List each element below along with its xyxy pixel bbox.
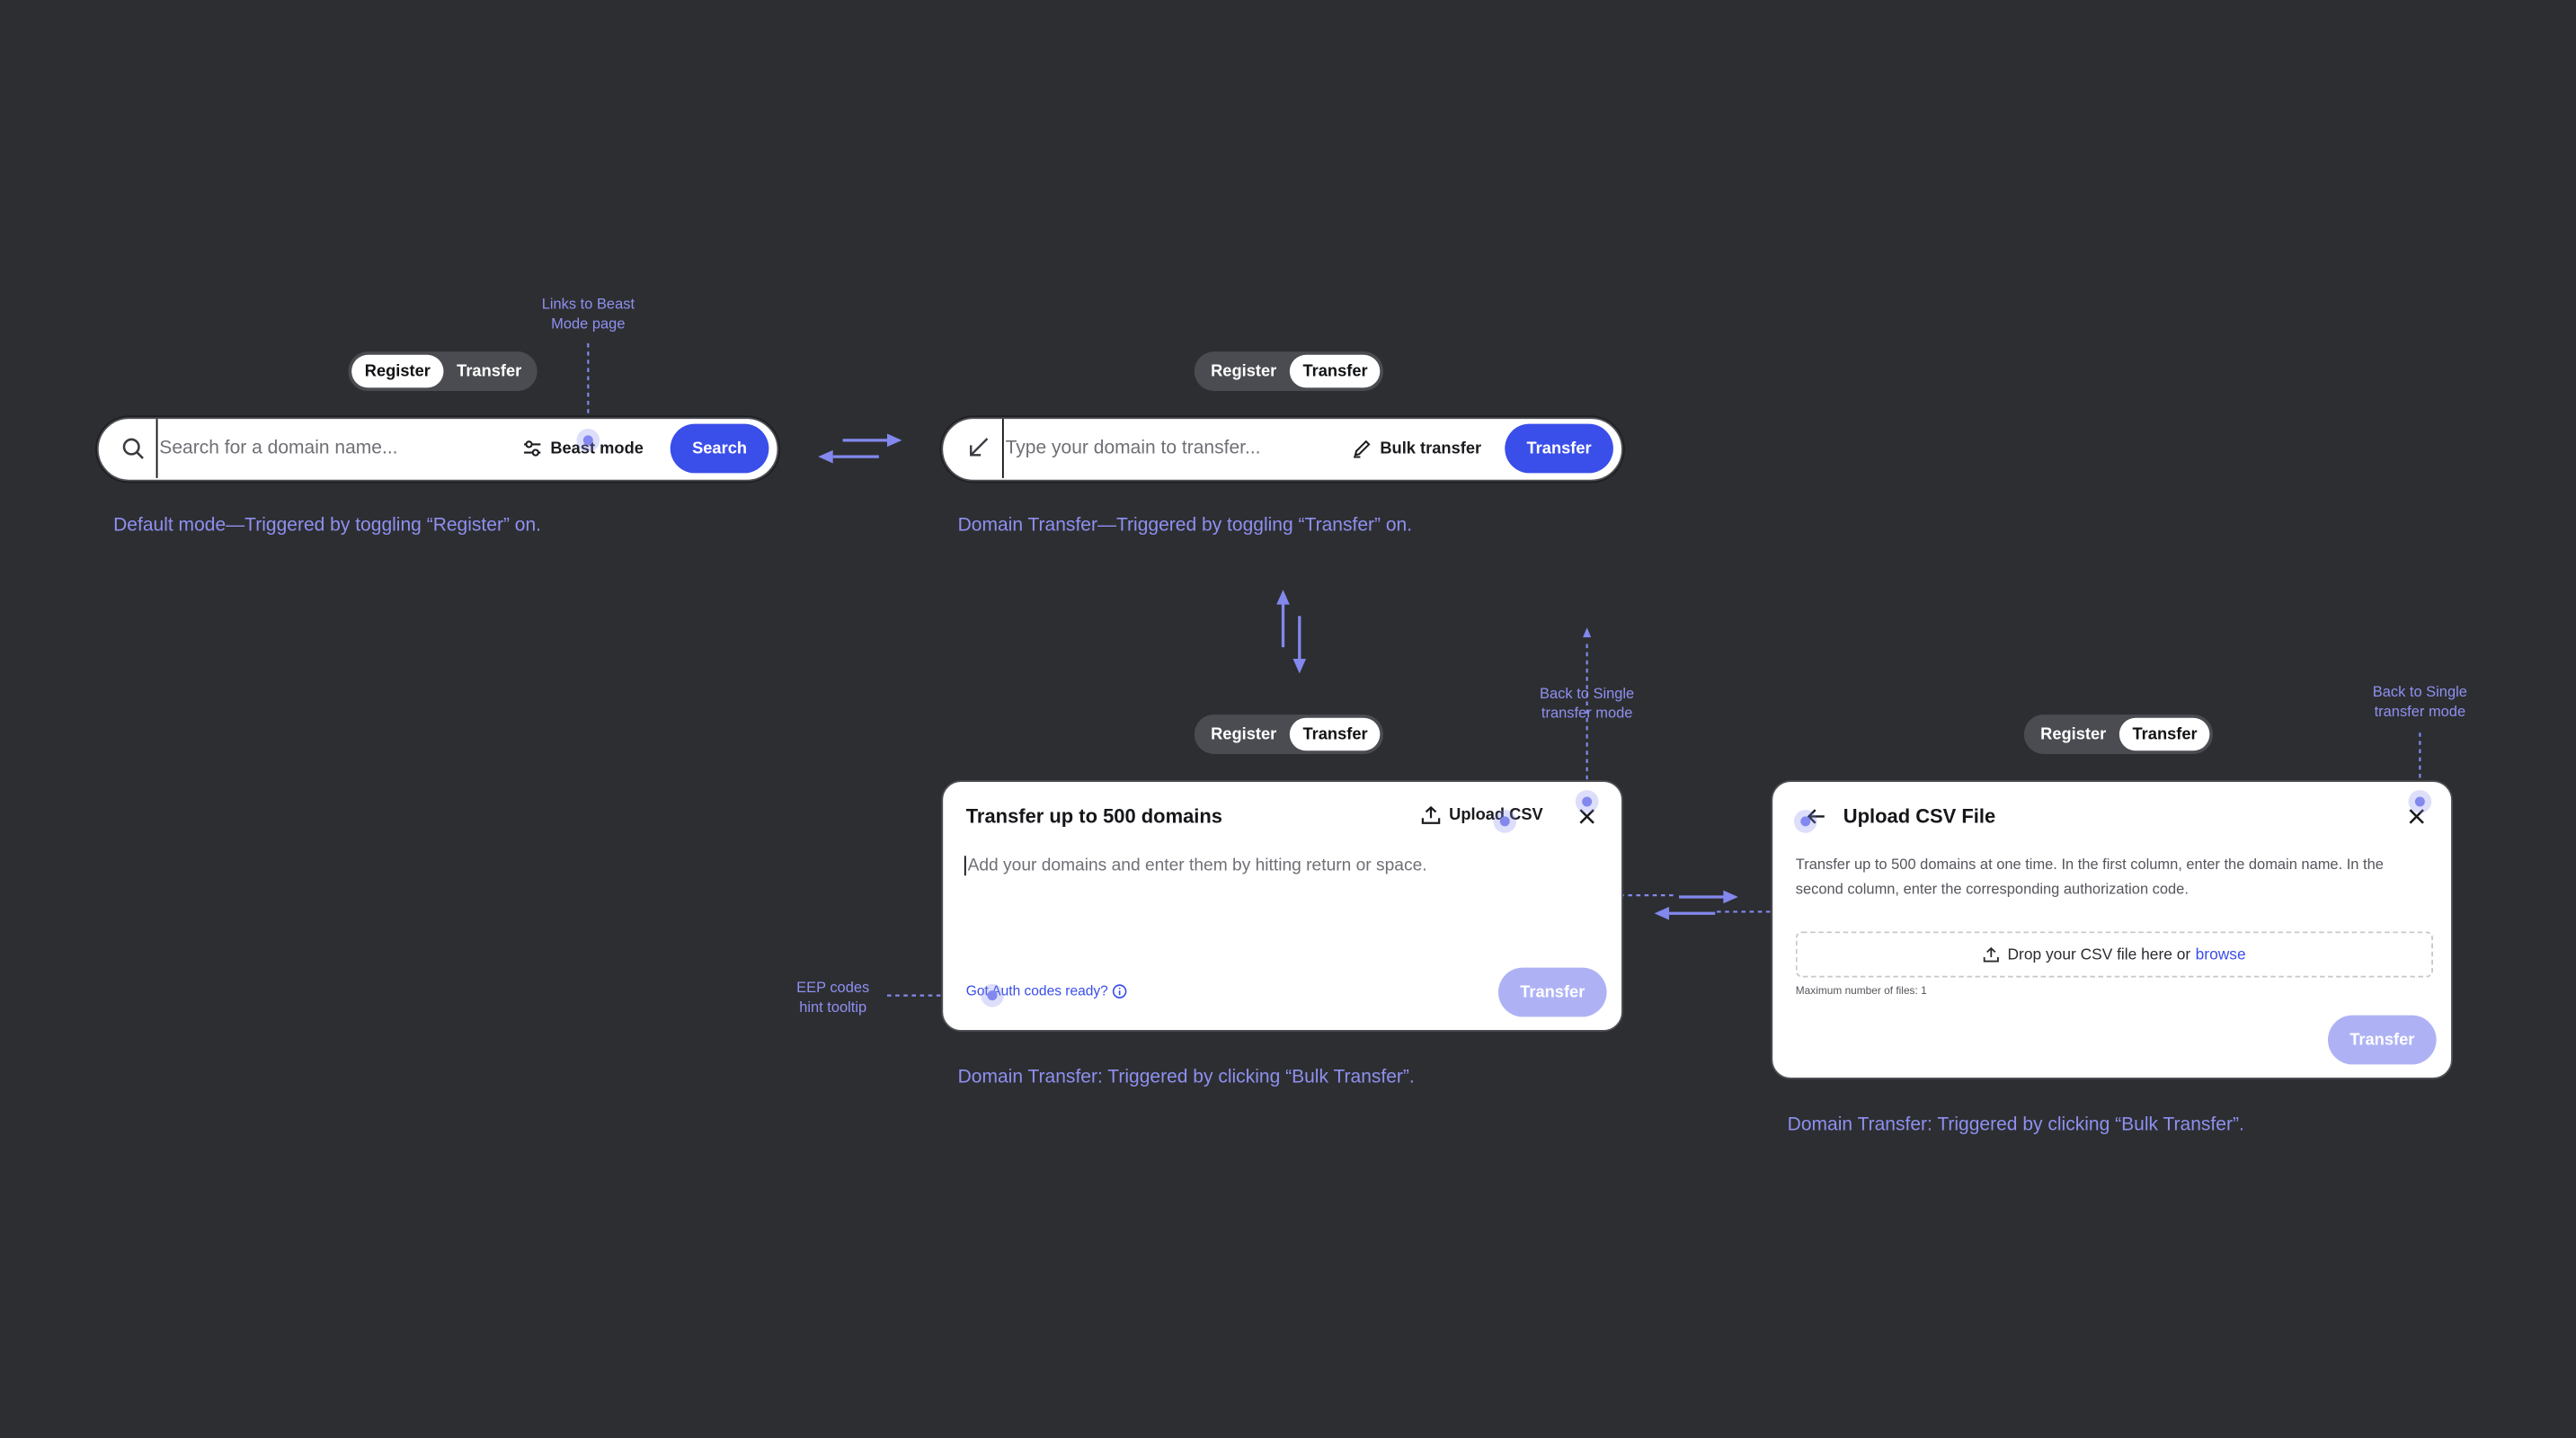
transfer-arrow-icon [968, 437, 990, 466]
search-icon [121, 437, 145, 468]
toggle-register[interactable]: Register [1211, 724, 1277, 744]
back-to-single-note: Back to Single transfer mode [2372, 683, 2467, 720]
toggle-transfer[interactable]: Transfer [2119, 717, 2211, 751]
edit-icon [1352, 439, 1372, 458]
toggle-transfer[interactable]: Transfer [1289, 354, 1381, 388]
domain-transfer-bar: Type your domain to transfer... Bulk tra… [941, 417, 1623, 482]
mode-toggle-transfer-view: Register Transfer [1194, 351, 1384, 392]
panel-title: Transfer up to 500 domains [965, 804, 1222, 829]
upload-csv-label: Upload CSV [1449, 805, 1543, 824]
toggle-register[interactable]: Register [2040, 724, 2107, 744]
bulk-caption: Domain Transfer: Triggered by clicking “… [957, 1068, 1415, 1088]
bulk-transfer-label: Bulk transfer [1380, 439, 1482, 458]
search-input[interactable]: Search for a domain name... [155, 419, 398, 478]
drop-text: Drop your CSV file here or [2007, 945, 2191, 964]
close-icon[interactable] [2405, 805, 2429, 829]
info-icon[interactable] [1113, 983, 1128, 998]
auth-codes-hint[interactable]: Got Auth codes ready? [966, 982, 1128, 999]
beast-mode-note: Links to Beast Mode page [541, 296, 635, 333]
csv-transfer-button[interactable]: Transfer [2327, 1015, 2437, 1065]
upload-csv-panel: Upload CSV File Transfer up to 500 domai… [1771, 780, 2453, 1079]
bulk-transfer-button[interactable]: Transfer [1497, 967, 1607, 1017]
annotation-marker [987, 990, 998, 1001]
search-button[interactable]: Search [670, 423, 769, 474]
toggle-transfer[interactable]: Transfer [457, 362, 522, 381]
annotation-marker [582, 435, 593, 446]
beast-mode-link[interactable]: Beast mode [522, 419, 644, 478]
back-to-single-note: Back to Single transfer mode [1540, 685, 1635, 722]
beast-mode-label: Beast mode [550, 439, 644, 458]
back-arrow-icon[interactable] [1804, 805, 1827, 829]
annotation-marker [1800, 816, 1811, 827]
toggle-register[interactable]: Register [1211, 362, 1277, 381]
csv-caption: Domain Transfer: Triggered by clicking “… [1787, 1115, 2244, 1136]
transfer-button[interactable]: Transfer [1505, 423, 1613, 474]
annotation-marker [1582, 796, 1593, 807]
bulk-transfer-link[interactable]: Bulk transfer [1352, 419, 1481, 478]
eep-codes-note: EEP codes hint tooltip [796, 979, 870, 1016]
max-files-hint: Maximum number of files: 1 [1795, 985, 1927, 998]
browse-link[interactable]: browse [2195, 945, 2246, 964]
sliders-icon [522, 439, 542, 458]
toggle-register[interactable]: Register [351, 354, 444, 388]
close-icon[interactable] [1576, 805, 1599, 829]
auth-hint-label: Got Auth codes ready? [965, 982, 1108, 999]
annotation-marker [1499, 816, 1510, 827]
upload-csv-button[interactable]: Upload CSV [1421, 805, 1543, 825]
csv-dropzone[interactable]: Drop your CSV file here or browse [1795, 931, 2433, 978]
bulk-transfer-panel: Transfer up to 500 domains Upload CSV Ad… [941, 780, 1623, 1032]
csv-description: Transfer up to 500 domains at one time. … [1795, 856, 2384, 897]
transfer-caption: Domain Transfer—Triggered by toggling “T… [957, 515, 1413, 536]
domains-textarea[interactable]: Add your domains and enter them by hitti… [964, 856, 1427, 876]
mode-toggle-bulk-view: Register Transfer [1194, 715, 1384, 754]
upload-icon [1421, 805, 1441, 825]
transfer-input[interactable]: Type your domain to transfer... [1001, 419, 1261, 478]
panel-title: Upload CSV File [1843, 804, 1996, 829]
annotation-marker [2414, 796, 2425, 807]
mode-toggle-csv-view: Register Transfer [2023, 715, 2214, 754]
register-caption: Default mode—Triggered by toggling “Regi… [113, 515, 542, 536]
toggle-transfer[interactable]: Transfer [1289, 717, 1381, 751]
upload-icon [1983, 946, 1999, 963]
domain-search-bar: Search for a domain name... Beast mode S… [96, 417, 779, 482]
mode-toggle-register-view: Register Transfer [348, 351, 538, 392]
